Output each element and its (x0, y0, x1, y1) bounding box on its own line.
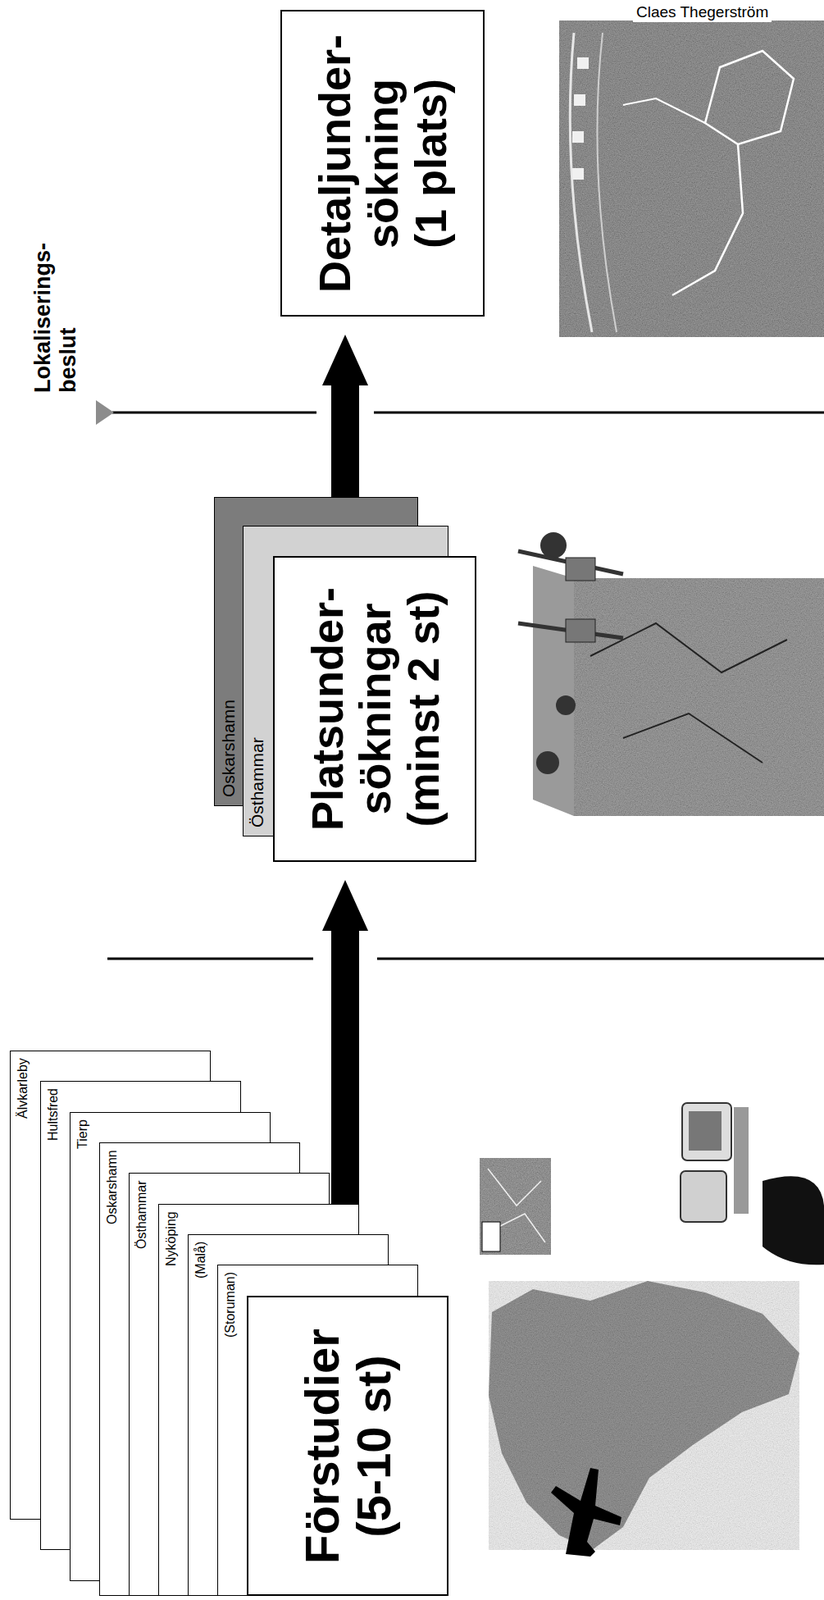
rotated-text-block: Östhammar (134, 1179, 150, 1249)
decision-marker (95, 400, 114, 425)
box-text: Tierp (75, 1119, 91, 1149)
tree (555, 695, 576, 715)
stage-box: Förstudier (5-10 st) (246, 1295, 449, 1596)
box-text: Oskarshamn (104, 1149, 120, 1225)
monitor-screen (688, 1110, 722, 1151)
map-sheet (479, 1157, 551, 1255)
divider-line (373, 411, 824, 415)
box-text: (Malå) (193, 1241, 209, 1279)
map-legend-box (482, 1221, 501, 1252)
box-text: Hultsfred (45, 1088, 61, 1141)
box-text: Nyköping (163, 1210, 179, 1266)
rotated-text-block: (Malå) (193, 1241, 209, 1279)
monitor (682, 1102, 732, 1161)
box-text: Detaljunder- sökning (1 plats) (310, 33, 455, 292)
rotated-text-block: Oskarshamn (218, 699, 239, 797)
rotated-text-block: Nyköping (163, 1210, 179, 1266)
divider-line (377, 957, 824, 961)
box-text: Älvkarleby (15, 1057, 31, 1119)
decision-label: Lokaliserings- beslut (30, 242, 82, 393)
repository-photo (559, 20, 824, 337)
text-line: Lokaliserings- (30, 242, 56, 393)
shaft-symbol (573, 94, 586, 106)
tree (540, 532, 567, 559)
box-text: Östhammar (134, 1179, 150, 1249)
ramp-line (569, 32, 592, 333)
tree (536, 751, 560, 774)
feasibility-pictures (479, 1102, 824, 1557)
tunnel-loop (705, 50, 794, 145)
text-line: (5-10 st) (347, 1328, 400, 1564)
rotated-text-block: Förstudier (5-10 st) (296, 1328, 400, 1564)
rotated-text-block: Oskarshamn (104, 1149, 120, 1225)
text-line: beslut (55, 242, 82, 393)
map-texture (488, 1280, 800, 1550)
box-text: Östhammar (247, 737, 268, 828)
text-line: (1 plats) (406, 33, 455, 292)
rotated-text-block: Platsunder- sökningar (minst 2 st) (303, 587, 447, 831)
rotated-text-block: Hultsfred (45, 1088, 61, 1141)
box-text: Förstudier (5-10 st) (296, 1328, 400, 1564)
text-line: Förstudier (296, 1328, 349, 1564)
person-body (762, 1175, 824, 1265)
keyboard (733, 1106, 749, 1214)
shaft-symbol (577, 57, 589, 69)
rotated-text-block: Älvkarleby (15, 1057, 31, 1119)
map-texture (479, 1157, 551, 1255)
tunnel-line (623, 98, 706, 123)
rock-texture (559, 20, 824, 337)
text-line: sökning (358, 33, 406, 292)
text-line: Platsunder- (303, 587, 351, 831)
ramp-line (596, 32, 617, 333)
credit-label: Claes Thegerström (632, 2, 772, 23)
box-text: Oskarshamn (218, 699, 239, 797)
divider-lines (95, 400, 824, 959)
stage-box: Platsunder- sökningar (minst 2 st) (273, 555, 477, 862)
fracture-line (590, 623, 788, 763)
drill-rig (565, 557, 596, 581)
block-front (573, 578, 824, 816)
rotated-text-block: Östhammar (247, 737, 268, 828)
label-text: Lokaliserings- beslut (30, 242, 82, 393)
label-text: Claes Thegerström (636, 3, 769, 22)
box-text: (Storuman) (223, 1271, 238, 1338)
box-text: Platsunder- sökningar (minst 2 st) (303, 587, 447, 831)
drilling-block (518, 532, 824, 816)
rotated-text-block: Detaljunder- sökning (1 plats) (310, 33, 455, 292)
drill-rig (565, 619, 596, 642)
map-of-sweden (488, 1280, 800, 1550)
rock-texture (573, 578, 824, 816)
photo-ground (559, 20, 824, 337)
text-line: Detaljunder- (310, 33, 359, 292)
stage-box: Detaljunder- sökning (1 plats) (280, 9, 485, 317)
block-side (532, 565, 574, 816)
text-line: (minst 2 st) (398, 587, 447, 831)
text-line: sökningar (350, 587, 399, 831)
monitor (680, 1170, 727, 1222)
shaft-symbol (572, 131, 584, 143)
divider-line (107, 957, 314, 961)
rotated-text-block: Tierp (75, 1119, 91, 1149)
divider-line (112, 411, 317, 415)
airplane (550, 1467, 622, 1557)
tunnel-line (672, 144, 743, 296)
shaft-symbol (572, 168, 584, 180)
rotated-text-block: (Storuman) (223, 1271, 238, 1338)
